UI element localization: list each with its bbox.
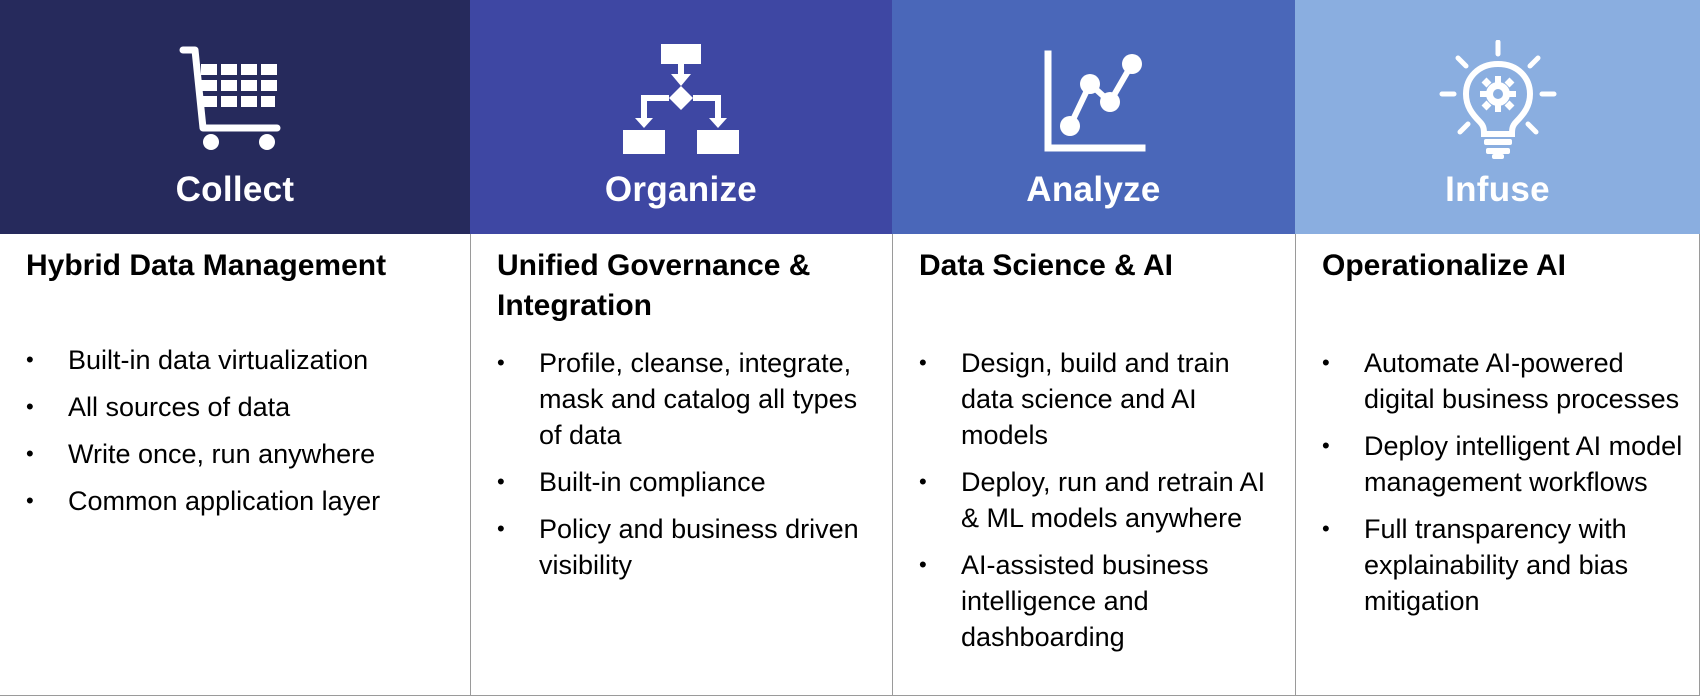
body-infuse: Operationalize AI Automate AI-powered di… <box>1295 234 1700 696</box>
list-item: Automate AI-powered digital business pro… <box>1322 345 1685 417</box>
body-organize: Unified Governance & Integration Profile… <box>470 234 892 696</box>
list-item: Built-in compliance <box>497 464 878 500</box>
list-item: Design, build and train data science and… <box>919 345 1281 453</box>
stage-label: Collect <box>175 170 295 209</box>
column-organize: Organize Unified Governance & Integratio… <box>470 0 892 696</box>
column-analyze: Analyze Data Science & AI Design, build … <box>892 0 1295 696</box>
lightbulb-gear-icon <box>1438 40 1558 160</box>
bullet-list: Built-in data virtualization All sources… <box>26 342 456 530</box>
column-infuse: Infuse Operationalize AI Automate AI-pow… <box>1295 0 1700 696</box>
header-infuse: Infuse <box>1295 0 1700 234</box>
list-item: Built-in data virtualization <box>26 342 456 378</box>
column-collect: Collect Hybrid Data Management Built-in … <box>0 0 470 696</box>
shopping-cart-icon <box>175 40 295 160</box>
bullet-list: Profile, cleanse, integrate, mask and ca… <box>497 345 878 594</box>
list-item: Deploy intelligent AI model management w… <box>1322 428 1685 500</box>
body-collect: Hybrid Data Management Built-in data vir… <box>0 234 470 696</box>
bullet-list: Design, build and train data science and… <box>919 345 1281 666</box>
flowchart-icon <box>621 40 741 160</box>
header-analyze: Analyze <box>892 0 1295 234</box>
list-item: Full transparency with explainability an… <box>1322 511 1685 619</box>
list-item: Profile, cleanse, integrate, mask and ca… <box>497 345 878 453</box>
column-title: Unified Governance & Integration <box>497 249 811 322</box>
list-item: AI-assisted business intelligence and da… <box>919 547 1281 655</box>
line-chart-icon <box>1034 40 1154 160</box>
column-title: Operationalize AI <box>1322 249 1566 282</box>
header-organize: Organize <box>470 0 892 234</box>
bullet-list: Automate AI-powered digital business pro… <box>1322 345 1685 630</box>
header-collect: Collect <box>0 0 470 234</box>
stage-label: Infuse <box>1445 170 1550 209</box>
column-title: Data Science & AI <box>919 249 1173 282</box>
list-item: Policy and business driven visibility <box>497 511 878 583</box>
stage-label: Organize <box>604 170 758 209</box>
list-item: All sources of data <box>26 389 456 425</box>
stage-label: Analyze <box>1026 170 1161 209</box>
body-analyze: Data Science & AI Design, build and trai… <box>892 234 1295 696</box>
list-item: Common application layer <box>26 483 456 519</box>
list-item: Deploy, run and retrain AI & ML models a… <box>919 464 1281 536</box>
list-item: Write once, run anywhere <box>26 436 456 472</box>
column-title: Hybrid Data Management <box>26 249 387 282</box>
